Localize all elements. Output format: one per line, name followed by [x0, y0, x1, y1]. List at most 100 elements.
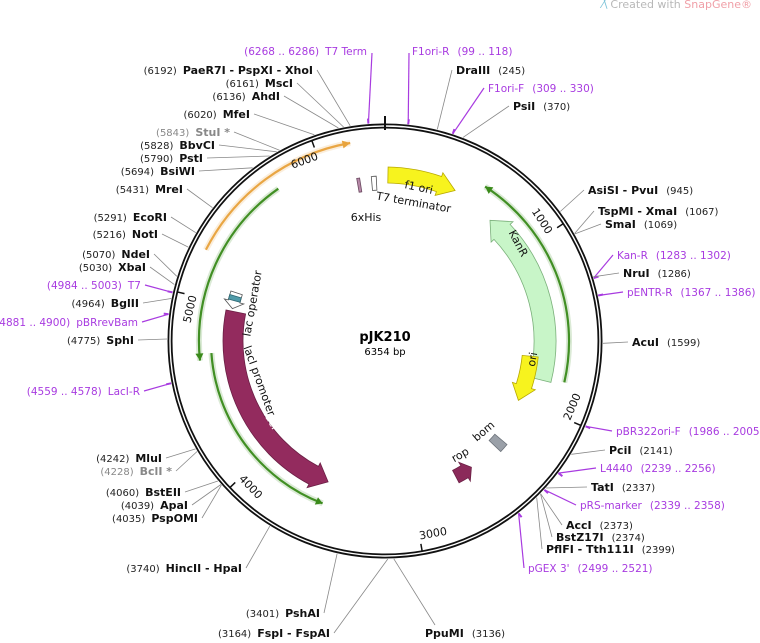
- primer-label[interactable]: pBR322ori-F(1986 .. 2005): [616, 426, 760, 438]
- feature-label-lac-operator[interactable]: lac operator: [240, 269, 264, 337]
- site-leader-line: [283, 95, 339, 129]
- site-position: (1067): [685, 207, 718, 218]
- primer-label[interactable]: F1ori-R(99 .. 118): [412, 46, 512, 58]
- enzyme-site-label[interactable]: (5431)MreI: [116, 183, 183, 196]
- site-position: (2239 .. 2256): [641, 463, 716, 475]
- site-name: PstI: [179, 152, 203, 165]
- enzyme-site-label[interactable]: (6192)PaeR7I - PspXI - XhoI: [144, 64, 313, 77]
- enzyme-site-label[interactable]: (3401)PshAI: [246, 607, 320, 620]
- enzyme-site-label[interactable]: (6020)MfeI: [183, 108, 250, 121]
- enzyme-site-label[interactable]: (3740)HincII - HpaI: [126, 562, 242, 575]
- feature-label-rop[interactable]: rop: [449, 445, 471, 465]
- tick-label: 3000: [418, 525, 448, 543]
- enzyme-site-label[interactable]: (4228)BclI *: [100, 465, 172, 478]
- site-leader-line: [201, 484, 222, 519]
- primer-label[interactable]: (4984 .. 5003)T7: [47, 280, 141, 292]
- enzyme-site-label[interactable]: (5291)EcoRI: [94, 211, 167, 224]
- enzyme-site-label[interactable]: (4060)BstEII: [106, 486, 181, 499]
- primer-label[interactable]: L4440(2239 .. 2256): [600, 463, 716, 475]
- enzyme-site-label[interactable]: (5216)NotI: [93, 228, 158, 241]
- enzyme-site-label[interactable]: (4775)SphI: [67, 334, 134, 347]
- enzyme-site-label[interactable]: TspMI - XmaI(1067): [598, 205, 719, 218]
- enzyme-site-label[interactable]: (3164)FspI - FspAI: [218, 627, 330, 640]
- orf-arc-glow: [195, 186, 281, 361]
- enzyme-site-label[interactable]: AsiSI - PvuI(945): [588, 184, 693, 197]
- enzyme-site-label[interactable]: (5828)BbvCI: [140, 139, 215, 152]
- primer-marker: [543, 489, 549, 494]
- enzyme-site-label[interactable]: (5070)NdeI: [82, 248, 150, 261]
- site-leader-line: [574, 210, 595, 234]
- orf-arc[interactable]: [210, 353, 323, 505]
- site-position: (5030): [79, 263, 112, 274]
- primer-label[interactable]: pRS-marker(2339 .. 2358): [580, 500, 725, 512]
- feature-rop[interactable]: [452, 461, 472, 484]
- enzyme-site-label[interactable]: (5790)PstI: [140, 152, 203, 165]
- enzyme-site-label[interactable]: (5030)XbaI: [79, 261, 146, 274]
- feature-lac-operator[interactable]: [228, 294, 242, 303]
- enzyme-site-label[interactable]: (4039)ApaI: [121, 499, 188, 512]
- enzyme-site-label[interactable]: PflFI - Tth111I(2399): [546, 543, 675, 556]
- orf-arc[interactable]: [204, 141, 351, 251]
- site-leader-line: [571, 449, 606, 455]
- site-leader-line: [218, 144, 277, 153]
- enzyme-site-label[interactable]: (4035)PspOMI: [112, 512, 198, 525]
- enzyme-site-label[interactable]: (5694)BsiWI: [121, 165, 195, 178]
- site-leader-line: [161, 233, 189, 248]
- feature-label-f1-ori[interactable]: f1 ori: [403, 178, 434, 197]
- enzyme-site-label[interactable]: (4242)MluI: [96, 452, 162, 465]
- primer-label[interactable]: (6268 .. 6286)T7 Term: [244, 46, 367, 58]
- feature-laci[interactable]: [222, 309, 329, 489]
- enzyme-site-label[interactable]: (6161)MscI: [226, 77, 293, 90]
- enzyme-site-label[interactable]: (5843)StuI *: [156, 126, 230, 139]
- enzyme-site-label[interactable]: SmaI(1069): [605, 218, 677, 231]
- site-leader-line: [170, 216, 197, 234]
- enzyme-site-label[interactable]: (4964)BglII: [72, 297, 139, 310]
- primer-label[interactable]: Kan-R(1283 .. 1302): [617, 250, 731, 262]
- site-position: (1069): [644, 220, 677, 231]
- enzyme-site-label[interactable]: NruI(1286): [623, 267, 691, 280]
- site-name: MscI: [265, 77, 293, 90]
- enzyme-site-label[interactable]: PsiI(370): [513, 100, 570, 113]
- orf-arc[interactable]: [197, 187, 279, 361]
- site-leader-line: [137, 338, 168, 341]
- primer-label[interactable]: F1ori-F(309 .. 330): [488, 83, 594, 95]
- enzyme-site-label[interactable]: TatI(2337): [591, 481, 655, 494]
- primer-label[interactable]: pENTR-R(1367 .. 1386): [627, 287, 756, 299]
- site-name: BstZ17I: [556, 531, 604, 544]
- feature-kanr[interactable]: [489, 219, 557, 383]
- tick-mark: [229, 481, 236, 488]
- enzyme-site-label[interactable]: PpuMI(3136): [425, 627, 505, 640]
- primer-marker: [585, 425, 591, 430]
- enzyme-site-label[interactable]: BstZ17I(2374): [556, 531, 645, 544]
- site-name: pRS-marker: [580, 500, 643, 512]
- site-leader-line: [186, 188, 213, 209]
- enzyme-site-label[interactable]: (6136)AhdI: [212, 90, 280, 103]
- feature-t7-terminator[interactable]: [370, 175, 378, 191]
- feature-label-ori[interactable]: ori: [525, 351, 540, 367]
- site-name: AcuI: [632, 336, 659, 349]
- feature-ori[interactable]: [511, 354, 539, 402]
- enzyme-site-label[interactable]: PciI(2141): [609, 444, 673, 457]
- plasmid-length: 6354 bp: [364, 347, 405, 358]
- tick-label: 2000: [561, 391, 584, 422]
- site-leader-line: [462, 105, 510, 138]
- enzyme-site-label[interactable]: AcuI(1599): [632, 336, 700, 349]
- primer-label[interactable]: (4881 .. 4900)pBRrevBam: [0, 317, 138, 329]
- site-position: (4060): [106, 488, 139, 499]
- enzyme-site-label[interactable]: DraIII(245): [456, 64, 525, 77]
- site-name: PspOMI: [151, 512, 198, 525]
- primer-label[interactable]: (4559 .. 4578)LacI-R: [27, 386, 140, 398]
- feature-label-6xhis[interactable]: 6xHis: [351, 211, 382, 224]
- feature-6xhis[interactable]: [356, 177, 363, 193]
- orf-arc[interactable]: [484, 185, 571, 383]
- orf-arc-glow: [203, 140, 351, 252]
- feature-f1-ori[interactable]: [387, 166, 456, 196]
- feature-bom[interactable]: [488, 433, 508, 453]
- primer-label[interactable]: pGEX 3'(2499 .. 2521): [528, 563, 653, 575]
- watermark-brand: SnapGene®: [684, 0, 752, 11]
- feature-arrows: [222, 166, 557, 489]
- site-leader-line: [175, 451, 198, 472]
- site-position: (2337): [622, 483, 655, 494]
- site-name: PciI: [609, 444, 631, 457]
- enzyme-site-label[interactable]: AccI(2373): [566, 519, 633, 532]
